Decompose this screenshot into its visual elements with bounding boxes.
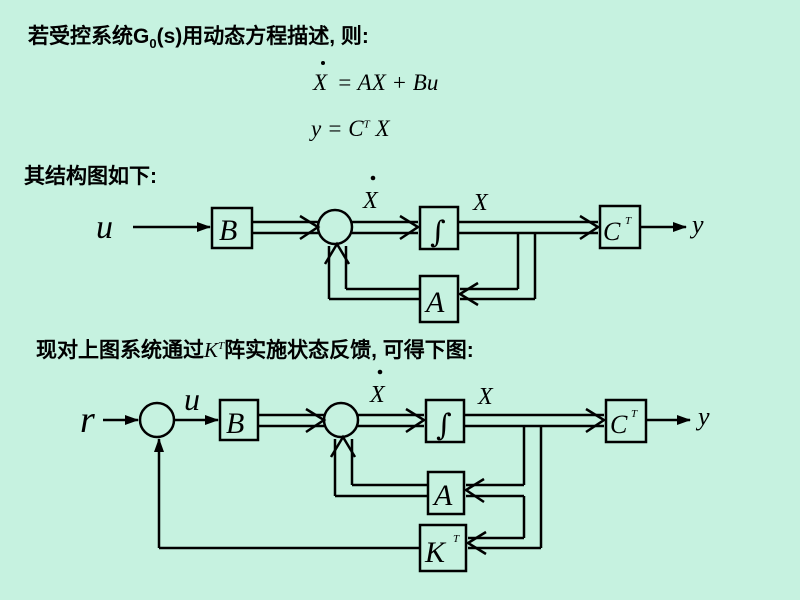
d1-summing-junction [316,208,354,246]
output-equation: y = CT X [311,116,390,142]
diagram1 [133,204,687,324]
d2-x-label: X [477,384,494,410]
d1-arrowhead-sum [399,214,421,241]
eq2-lhs: y = C [311,116,364,141]
d1-arrowhead-A [457,281,479,307]
d2-K-label: K [424,536,447,569]
d2-C-sup: T [631,408,638,420]
d2-summing-junction-r [138,401,176,439]
d1-C-sup: T [625,215,632,227]
d2-arrowhead-A [463,477,485,504]
section2-title: 现对上图系统通过KT阵实施状态反馈, 可得下图: [36,334,474,364]
d2-integrator [424,398,466,444]
d2-xdot-dot [377,369,383,375]
d1-arrowhead-x [579,214,601,241]
eq1-dot [321,61,325,65]
intro-text: 若受控系统G0(s)用动态方程描述, 则: [28,20,369,51]
d1-arrowhead-B [299,214,321,241]
d2-B-label: B [226,407,244,440]
d1-output-label: y [689,210,704,239]
section2-suffix: 阵实施状态反馈, 可得下图: [224,339,474,362]
intro-subscript: 0 [149,36,157,52]
d2-arrowhead-sum [405,407,427,434]
d1-input-label: u [96,209,113,246]
section2-sup: T [218,340,225,352]
d1-xdot-label: X [362,188,379,214]
eq2-rhs: X [369,116,390,141]
d2-C-label: C [610,410,628,439]
d1-integrator [418,205,460,251]
section1-title: 其结构图如下: [24,165,157,188]
intro-suffix: (s)用动态方程描述, 则: [156,25,369,48]
section2-prefix: 现对上图系统通过 [36,339,204,362]
d2-K-sup: T [453,533,460,545]
d1-C-label: C [603,217,621,246]
section2-K: K [204,338,219,362]
d1-B-label: B [219,214,237,247]
d2-block-B [218,398,260,442]
d2-arrowhead-up [329,434,357,458]
d2-block-A [426,470,466,516]
d2-xdot-label: X [369,382,386,408]
diagram2 [103,398,691,573]
d1-block-B [210,206,254,250]
d2-u-label: u [184,381,200,417]
d2-input-label: r [80,399,95,441]
d1-A-label: A [424,286,445,319]
d1-x-label: X [472,190,489,216]
d1-xdot-dot [370,175,376,181]
d1-arrowhead-up [323,241,351,265]
d2-arrowhead-K [465,530,487,556]
eq1-lhs: X [313,70,328,95]
d2-output-label: y [695,402,710,431]
d2-A-label: A [432,479,453,512]
d2-arrowhead-B [305,407,327,434]
d1-integrator-label: ∫ [430,215,446,250]
intro-prefix: 若受控系统G [28,25,150,48]
eq1-rhs: = AX + Bu [336,70,439,95]
d2-integrator-label: ∫ [436,408,452,443]
d2-summing-junction [322,401,360,439]
eq2-sup: T [363,118,370,131]
d2-arrowhead-x [585,407,607,434]
state-equation: X = AX + Bu [313,70,438,96]
